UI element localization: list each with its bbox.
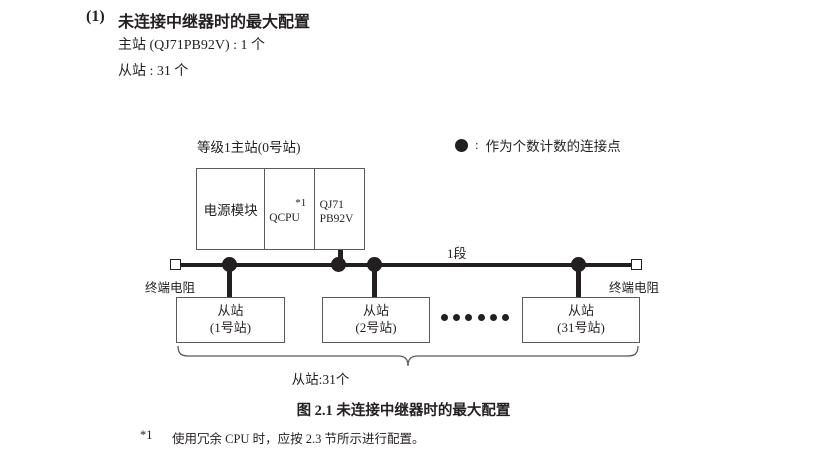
- bus-trunk-line: [170, 263, 637, 267]
- terminator-right-label: 终端电阻: [609, 281, 660, 295]
- terminator-right-icon: [631, 259, 642, 270]
- connection-point-icon: [571, 257, 586, 272]
- spec-master-count: 主站 (QJ71PB92V) : 1 个: [118, 38, 266, 53]
- terminator-left-label: 终端电阻: [145, 281, 196, 295]
- figure-caption-text: 图 2.1 未连接中继器时的最大配置: [296, 403, 511, 419]
- heading-number: (1): [86, 8, 105, 25]
- slave-station-number: (1号站): [209, 320, 252, 335]
- legend-label: 作为个数计数的连接点: [485, 139, 621, 154]
- network-module-label-line2: PB92V: [319, 213, 354, 226]
- segment-label: 1段: [447, 246, 467, 261]
- ellipsis-dot-icon: [453, 314, 461, 321]
- network-module-cell: QJ71 PB92V: [315, 169, 364, 249]
- terminator-left-icon: [170, 259, 181, 270]
- ellipsis-dot-icon: [441, 314, 448, 321]
- ellipsis-dot-icon: [489, 314, 497, 321]
- ellipsis-dot-icon: [501, 314, 509, 321]
- ellipsis-dot-icon: [477, 314, 485, 321]
- page-title: 未连接中继器时的最大配置: [118, 14, 311, 31]
- connection-point-icon: [331, 257, 346, 272]
- slave-drop-line: [372, 265, 377, 297]
- footnote-mark: *1: [140, 428, 153, 442]
- slave-total-label: 从站:31个: [0, 368, 821, 388]
- slave-station-name: 从站: [217, 303, 244, 319]
- slave-total-text: 从站:31个: [291, 372, 350, 387]
- slave-station-box: 从站 (1号站): [176, 297, 285, 343]
- footnote-text: 使用冗余 CPU 时，应按 2.3 节所示进行配置。: [172, 432, 425, 446]
- network-module-label: QJ71 PB92V: [320, 198, 354, 227]
- power-supply-module-cell: 电源模块: [197, 169, 266, 249]
- slave-drop-line: [576, 265, 581, 297]
- ellipsis-dots: [441, 314, 509, 321]
- master-rack: 电源模块 QCPU *1 QJ71 PB92V: [196, 168, 365, 250]
- slave-station-box: 从站 (2号站): [322, 297, 430, 343]
- slave-group-brace: [177, 345, 639, 367]
- filled-circle-icon: [455, 138, 468, 152]
- cpu-module-cell: QCPU *1: [265, 169, 315, 249]
- ellipsis-dot-icon: [465, 314, 473, 321]
- slave-drop-line: [227, 265, 232, 297]
- connection-point-icon: [367, 257, 382, 272]
- slave-station-number: (31号站): [557, 320, 605, 335]
- cpu-footnote-ref: *1: [295, 197, 307, 209]
- slave-station-name: 从站: [362, 303, 389, 319]
- legend-separator: :: [475, 137, 479, 152]
- slave-station-name: 从站: [567, 303, 594, 319]
- spec-slave-count: 从站 : 31 个: [118, 64, 189, 79]
- slave-station-box: 从站 (31号站): [522, 297, 640, 343]
- figure-caption: 图 2.1 未连接中继器时的最大配置: [0, 399, 821, 420]
- master-station-label: 等级1主站(0号站): [197, 140, 301, 155]
- slave-station-number: (2号站): [355, 320, 397, 335]
- cpu-module-label: QCPU: [269, 212, 300, 224]
- power-supply-module-label: 电源模块: [203, 203, 258, 218]
- connection-point-icon: [222, 257, 237, 272]
- network-module-label-line1: QJ71: [319, 199, 344, 211]
- legend: : 作为个数计数的连接点: [455, 135, 621, 155]
